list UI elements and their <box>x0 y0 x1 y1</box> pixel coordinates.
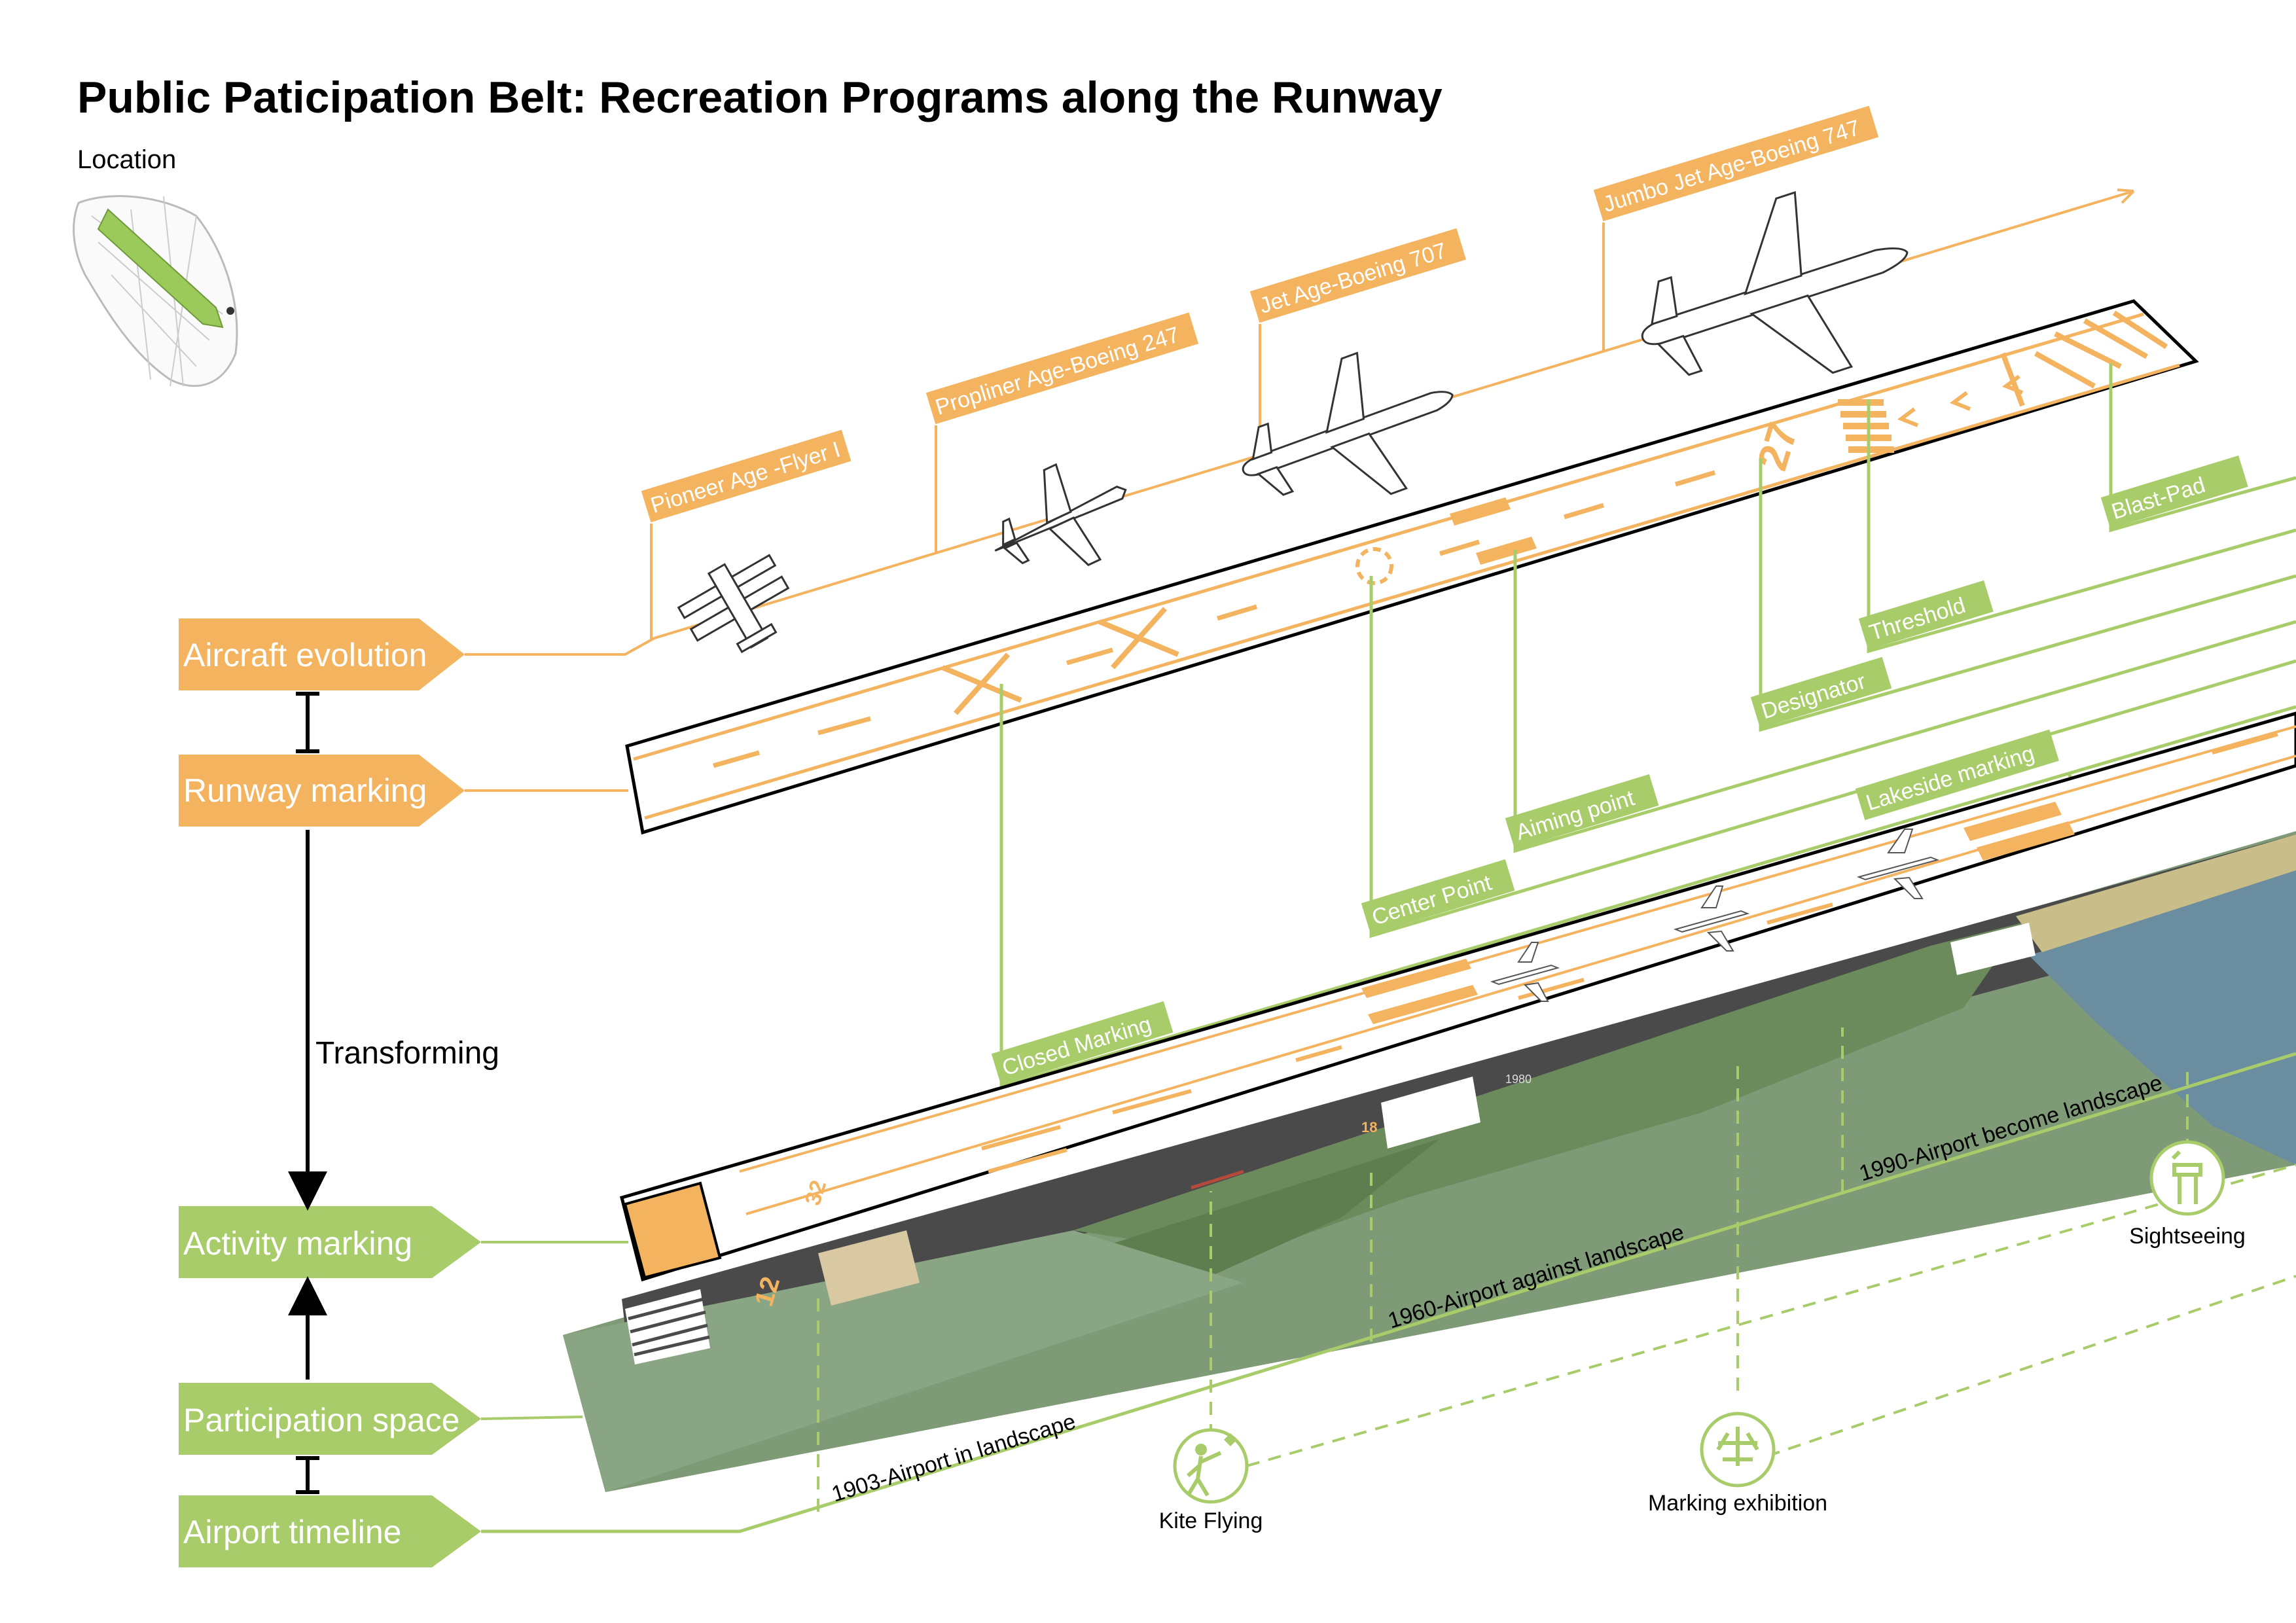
closed-marking-x <box>941 607 1179 715</box>
runway-top: 27 <box>625 299 2199 835</box>
sightseeing-label: Sightseeing <box>2129 1224 2246 1249</box>
location-map <box>73 195 238 387</box>
biplane-icon <box>677 554 790 654</box>
aiming-point-marks <box>1450 497 1537 565</box>
blast-pad-chevrons <box>2000 310 2168 407</box>
callout-center-point: Center Point <box>1361 859 1515 935</box>
tag-aircraft-evolution: Aircraft evolution <box>179 618 655 690</box>
age-label-jet: Jet Age-Boeing 707 <box>1249 228 1466 323</box>
propliner-icon <box>994 463 1127 567</box>
landscape-strip: 12 1980 18 <box>563 831 2296 1492</box>
transforming-label: Transforming <box>315 1036 499 1071</box>
marking-exhibition-icon <box>1700 1412 1776 1488</box>
timeline-dashed-lines <box>817 1027 2296 1512</box>
tag-runway-marking: Runway marking <box>179 755 628 827</box>
location-label: Location <box>77 145 177 174</box>
callout-designator: Designator <box>1750 656 1892 729</box>
activity-blocks <box>1361 802 2075 1024</box>
tag-airport-timeline-label: Airport timeline <box>183 1514 401 1550</box>
age-label-pioneer: Pioneer Age -Flyer I <box>641 429 852 523</box>
tag-aircraft-evolution-label: Aircraft evolution <box>183 637 427 673</box>
age-label-jet-text: Jet Age-Boeing 707 <box>1257 238 1450 319</box>
age-label-propliner: Propliner Age-Boeing 247 <box>925 312 1199 425</box>
callout-aiming-point: Aiming point <box>1505 774 1659 850</box>
callout-threshold: Threshold <box>1858 580 1994 651</box>
center-point-mark <box>1355 547 1393 585</box>
tag-runway-marking-label: Runway marking <box>183 772 427 809</box>
kite-flying-icon <box>1173 1428 1249 1504</box>
tag-participation-space-label: Participation space <box>183 1402 459 1438</box>
sightseeing-icon <box>2149 1140 2225 1216</box>
tag-connectors <box>288 692 327 1494</box>
boeing-747-icon <box>1641 191 1909 376</box>
runway-mark-1980: 1980 <box>1505 1073 1532 1086</box>
timeline-lines <box>481 1052 2296 1533</box>
tag-activity-marking: Activity marking <box>179 1206 628 1278</box>
age-label-propliner-text: Propliner Age-Boeing 247 <box>933 322 1183 420</box>
age-label-pioneer-text: Pioneer Age -Flyer I <box>648 437 843 518</box>
page-title: Public Paticipation Belt: Recreation Pro… <box>77 73 1443 122</box>
runway-mark-18: 18 <box>1361 1119 1377 1135</box>
callout-blast-pad: Blast-Pad <box>2100 455 2248 529</box>
age-label-jumbo: Jumbo Jet Age-Boeing 747 <box>1593 105 1879 222</box>
age-label-jumbo-text: Jumbo Jet Age-Boeing 747 <box>1600 115 1863 217</box>
tag-participation-space: Participation space <box>179 1383 583 1455</box>
tag-activity-marking-label: Activity marking <box>183 1225 412 1262</box>
marking-exhibition-label: Marking exhibition <box>1648 1491 1827 1516</box>
kite-flying-label: Kite Flying <box>1159 1508 1263 1533</box>
tag-airport-timeline: Airport timeline <box>179 1495 481 1567</box>
runway-activity: 32 <box>619 711 2296 1282</box>
boeing-707-icon <box>1242 351 1454 496</box>
